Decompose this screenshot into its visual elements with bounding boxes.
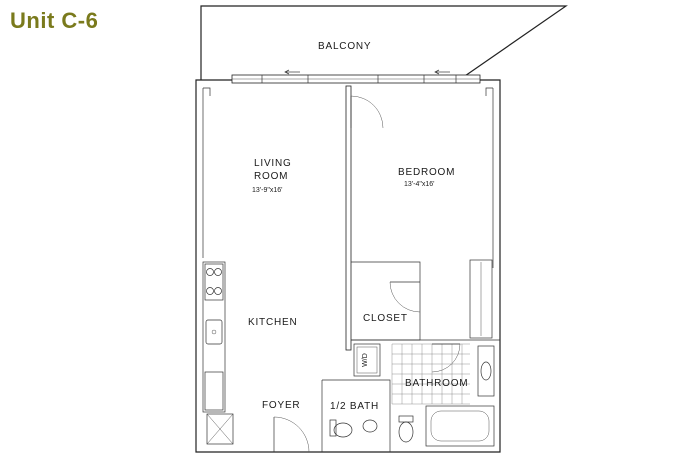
toilet-icon	[398, 415, 414, 443]
bedroom-dimensions: 13'-4"x16'	[404, 181, 434, 188]
washer-dryer-closet	[353, 343, 381, 377]
sink-icon	[205, 319, 223, 345]
bathroom-floor-tiles	[391, 343, 470, 405]
living-room-dimensions: 13'-9"x16'	[252, 187, 282, 194]
living-room-label: ROOM	[254, 171, 288, 182]
sliding-arrow-icon	[284, 69, 300, 75]
bathtub	[425, 405, 495, 447]
closet-walls	[351, 261, 421, 341]
vanity-sink-icon	[477, 345, 495, 397]
balcony-label: BALCONY	[318, 41, 371, 52]
half-bath-label: 1/2 BATH	[330, 401, 379, 412]
unit-title: Unit C-6	[10, 8, 99, 33]
kitchen-counter	[202, 261, 226, 413]
bedroom-label: BEDROOM	[398, 167, 455, 178]
closet-label: CLOSET	[363, 313, 408, 324]
bathroom-label: BATHROOM	[405, 378, 468, 389]
toilet-icon	[329, 419, 353, 438]
foyer-label: FOYER	[262, 400, 300, 411]
living-room-label: LIVING	[254, 158, 292, 169]
window-strip	[231, 74, 481, 84]
refrigerator	[204, 371, 224, 411]
balcony-outline	[200, 5, 568, 80]
door-swing-icon	[273, 416, 310, 453]
partition-wall	[345, 85, 352, 351]
door-swing-icon	[350, 95, 384, 129]
door-swing-icon	[431, 343, 461, 373]
wardrobe	[469, 259, 493, 339]
exterior-walls	[195, 79, 501, 453]
sliding-arrow-icon	[434, 69, 450, 75]
ahu-closet	[206, 413, 234, 445]
sink-icon	[362, 419, 378, 433]
washer-dryer-label: W/D	[362, 353, 369, 367]
bathroom-walls	[321, 339, 500, 452]
stove-burner-icon	[206, 268, 222, 295]
kitchen-label: KITCHEN	[248, 317, 298, 328]
